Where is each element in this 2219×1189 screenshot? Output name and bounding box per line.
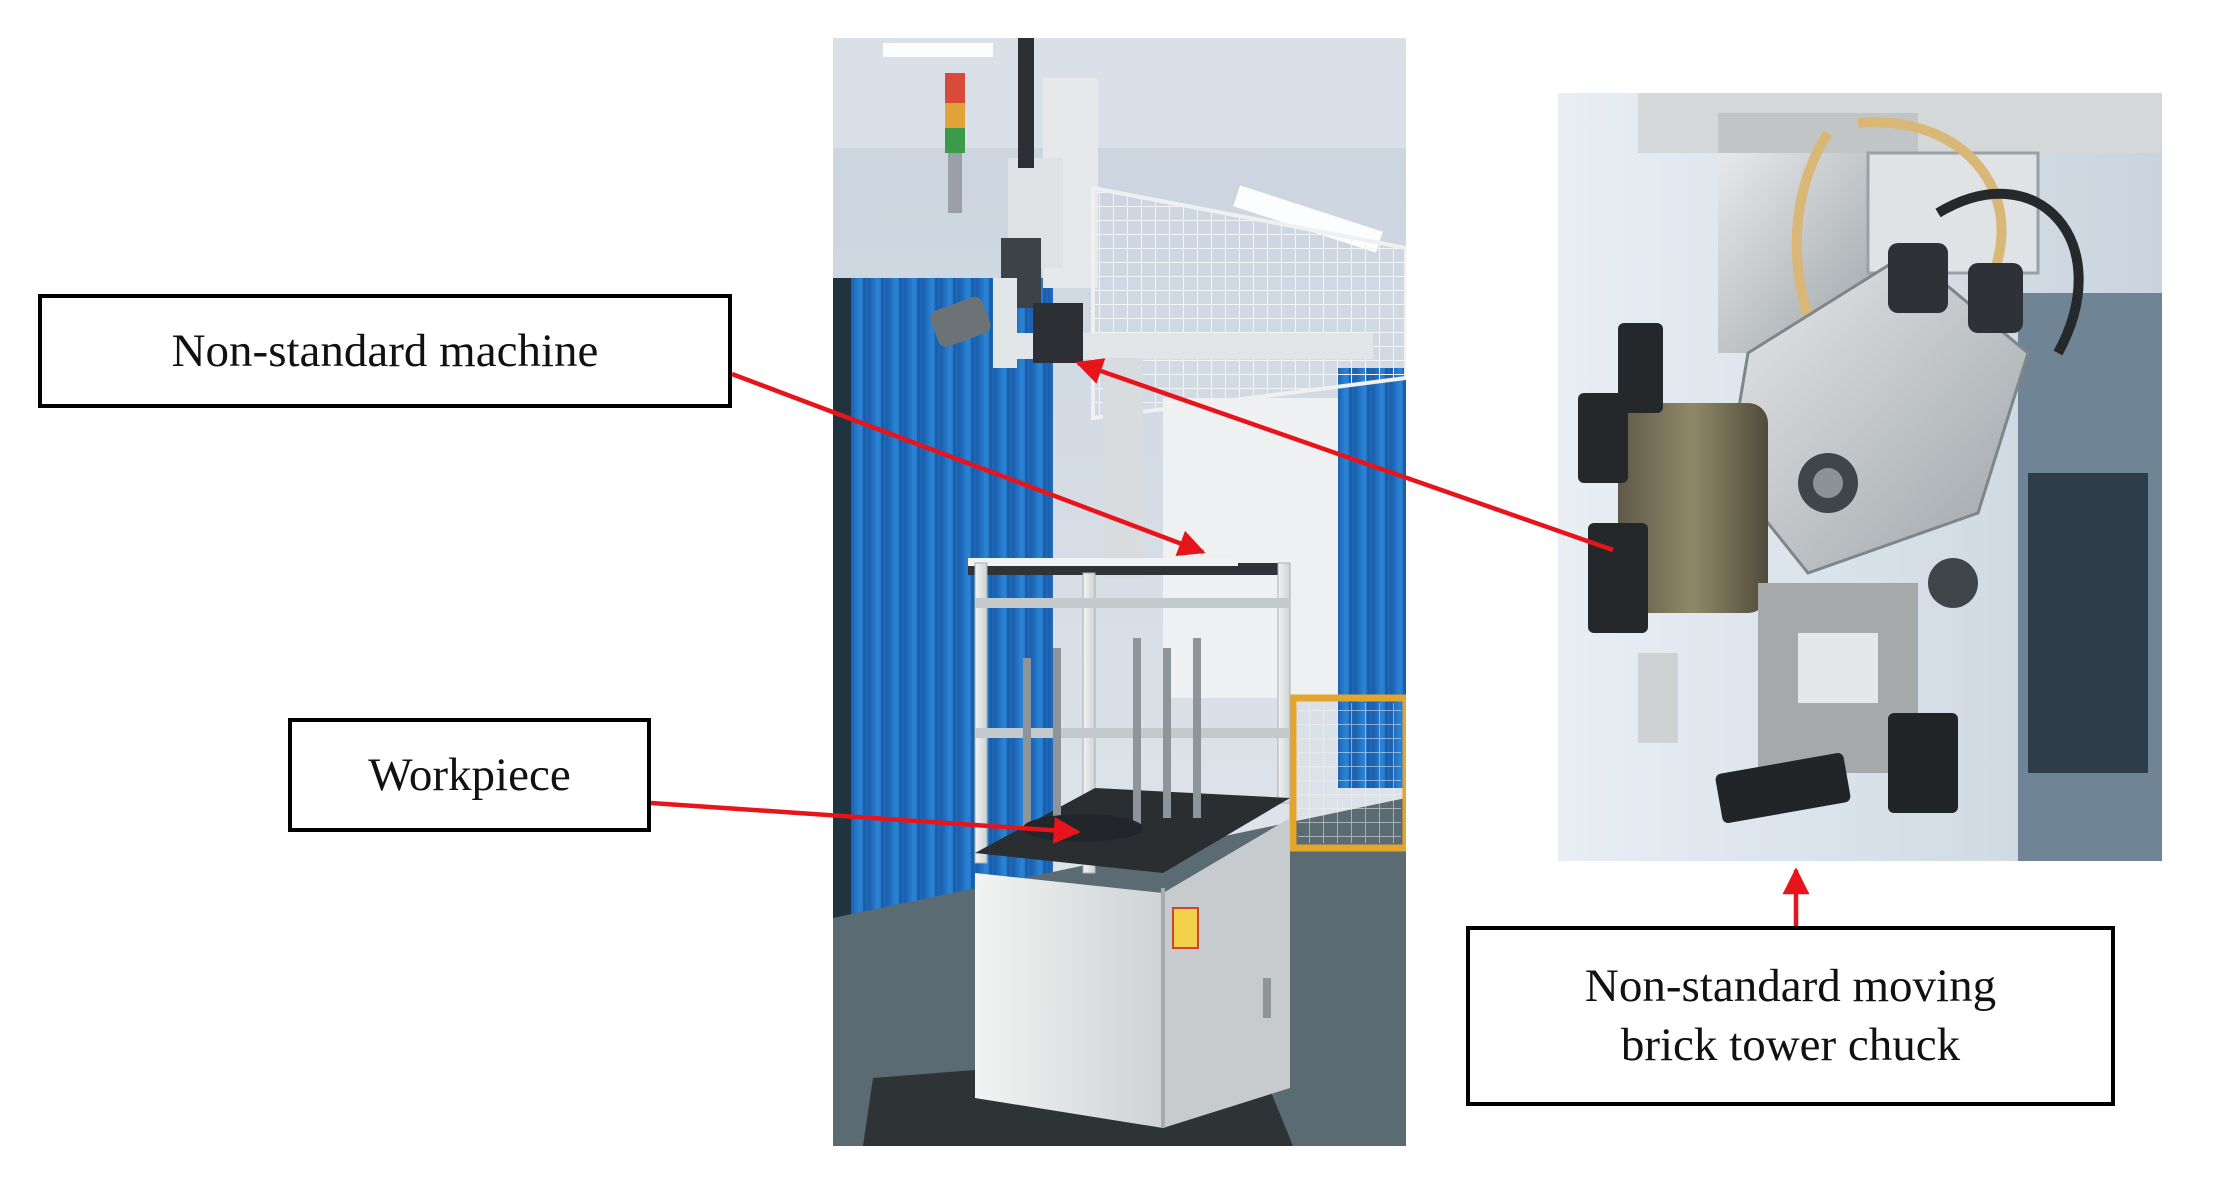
label-text-chuck-line1: Non-standard moving	[1584, 960, 1997, 1013]
label-text-workpiece: Workpiece	[368, 748, 571, 801]
label-workpiece: Workpiece	[288, 718, 651, 832]
workstation-illustration	[833, 38, 1406, 1146]
chuck-closeup-photo	[1558, 93, 2162, 861]
workstation-photo	[833, 38, 1406, 1146]
label-non-standard-machine: Non-standard machine	[38, 294, 732, 408]
label-chuck: Non-standard moving brick tower chuck	[1466, 926, 2115, 1106]
label-text-chuck-line2: brick tower chuck	[1620, 1019, 1961, 1071]
chuck-illustration	[1558, 93, 2162, 861]
label-text-machine: Non-standard machine	[171, 324, 599, 377]
